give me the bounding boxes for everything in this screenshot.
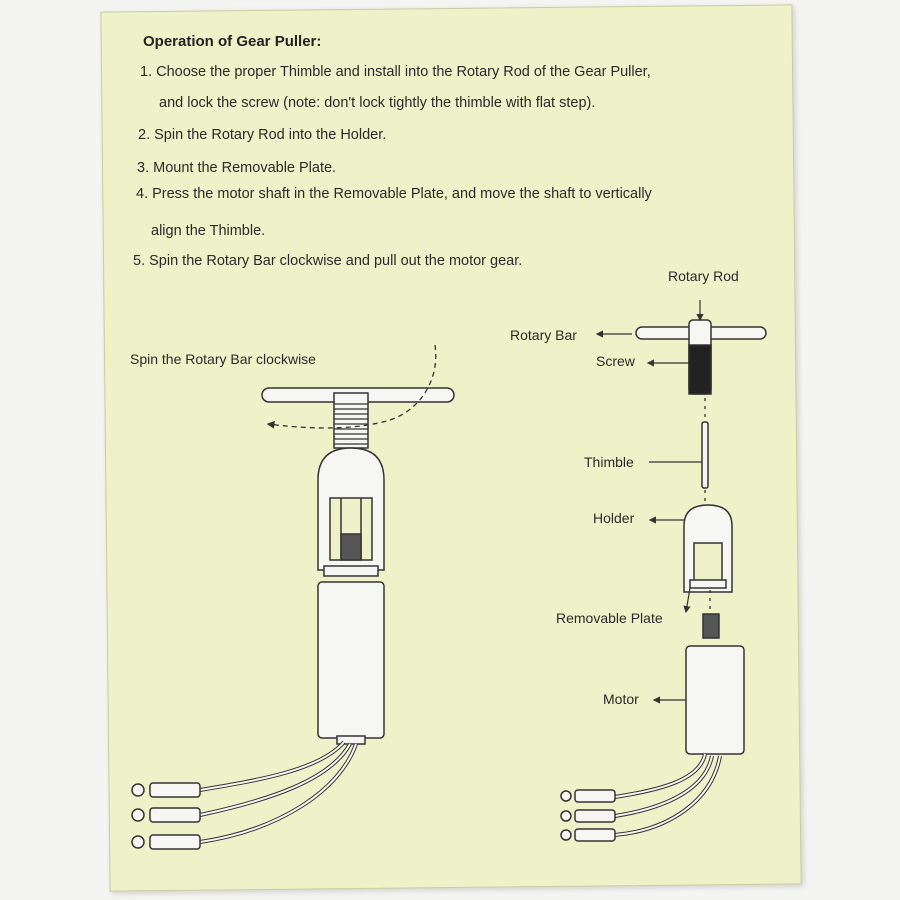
label-rotary-bar: Rotary Bar	[510, 327, 577, 343]
label-rotary-rod: Rotary Rod	[668, 268, 739, 284]
step-2: 2. Spin the Rotary Rod into the Holder.	[138, 127, 387, 143]
step-1-line-1: 1. Choose the proper Thimble and install…	[140, 64, 651, 80]
assembled-plate	[323, 565, 379, 577]
exploded-motor	[685, 645, 745, 755]
exploded-thimble	[701, 421, 709, 489]
assembled-motor	[317, 581, 385, 739]
spin-caption: Spin the Rotary Bar clockwise	[130, 351, 316, 367]
step-1-line-2: and lock the screw (note: don't lock tig…	[159, 95, 596, 111]
assembled-puller	[131, 387, 455, 850]
connector-3	[149, 834, 201, 850]
label-motor: Motor	[603, 691, 639, 707]
clockwise-arrow	[266, 344, 437, 429]
step-3: 3. Mount the Removable Plate.	[137, 160, 337, 176]
step-4-line-1: 4. Press the motor shaft in the Removabl…	[136, 186, 652, 202]
label-removable-plate: Removable Plate	[556, 610, 663, 626]
label-thimble: Thimble	[584, 454, 634, 470]
label-holder: Holder	[593, 510, 635, 526]
exploded-puller	[560, 319, 767, 842]
document-title: Operation of Gear Puller:	[143, 33, 322, 50]
connector-1	[149, 782, 201, 798]
exploded-screw-thread	[688, 344, 712, 395]
connector-2	[149, 807, 201, 823]
label-screw: Screw	[596, 353, 635, 369]
exploded-gear	[702, 613, 720, 639]
assembled-motor-cap	[336, 735, 366, 745]
assembled-threaded-rod	[333, 392, 369, 449]
step-5: 5. Spin the Rotary Bar clockwise and pul…	[133, 253, 523, 269]
step-4-line-2: align the Thimble.	[151, 223, 266, 239]
assembled-gear	[340, 533, 362, 561]
